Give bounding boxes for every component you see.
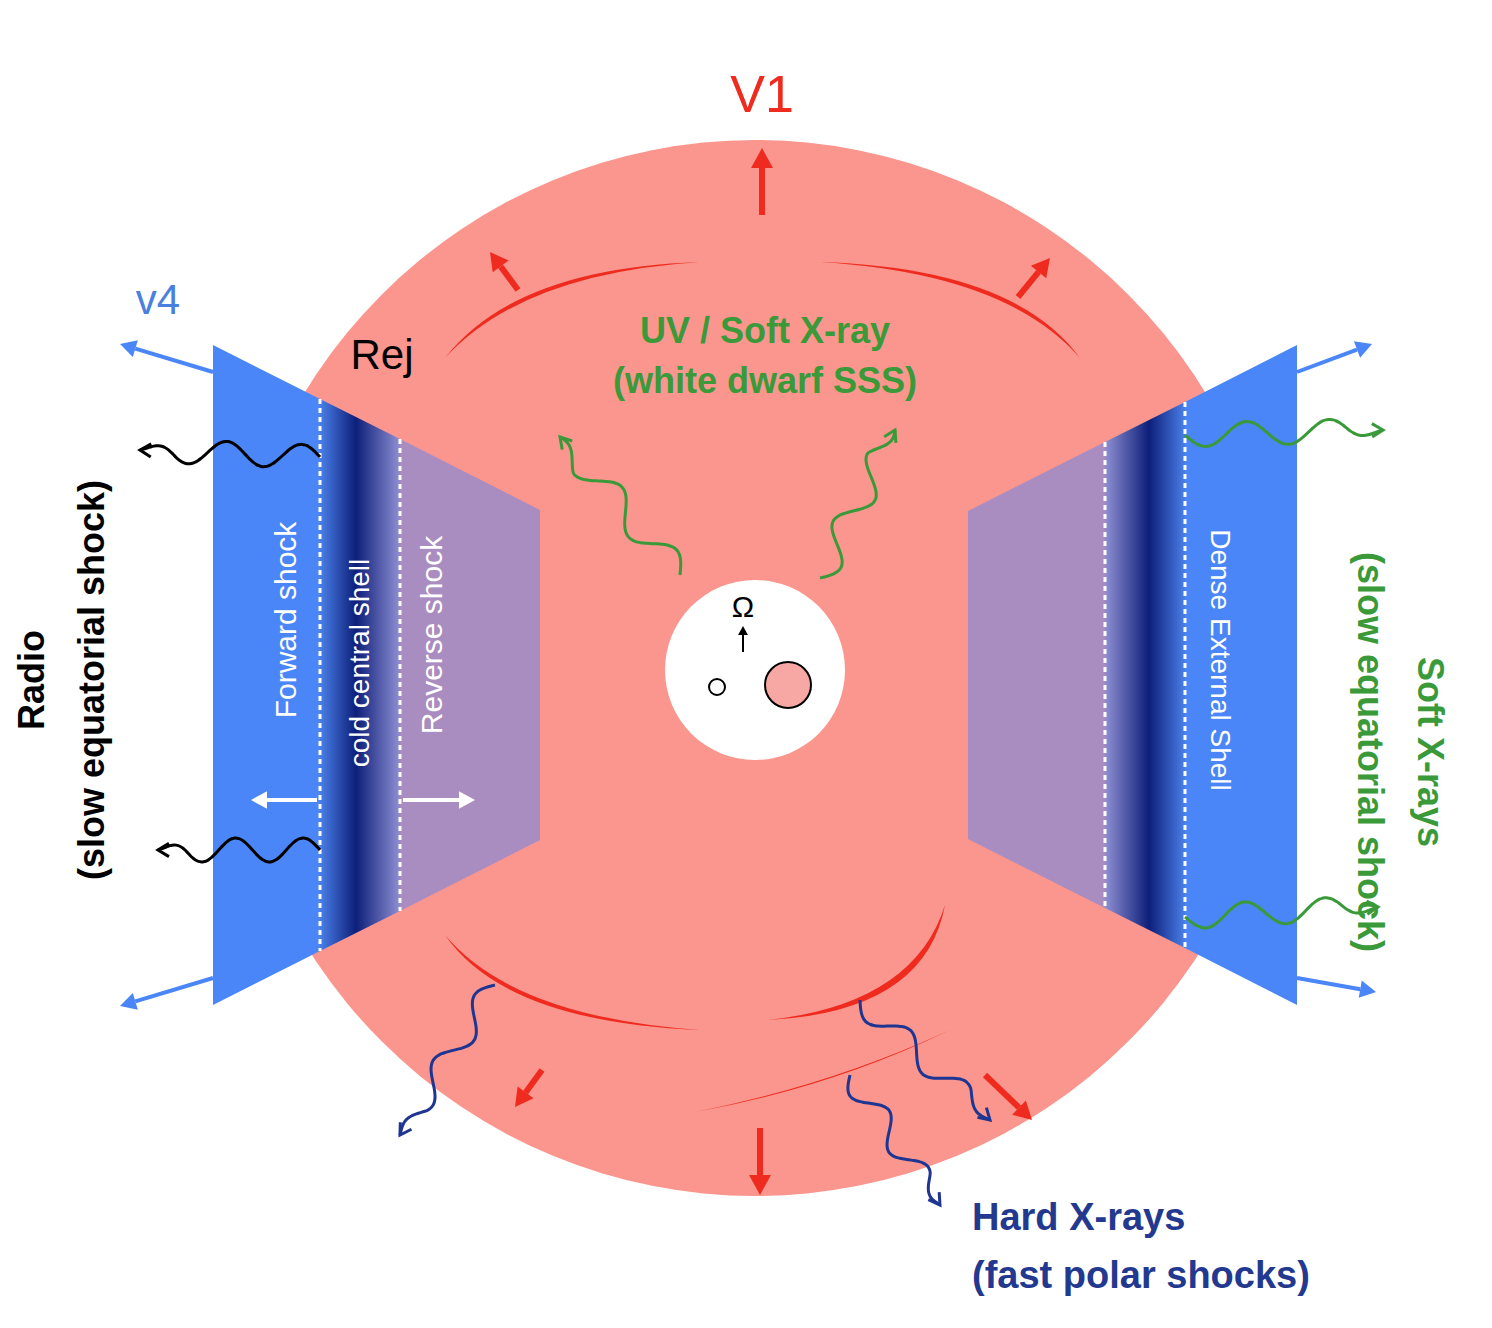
region-label: Forward shock bbox=[269, 522, 302, 719]
forward-shock-region bbox=[1185, 345, 1297, 1005]
arrow-head bbox=[749, 1175, 771, 1195]
emission-label: Hard X-rays (fast polar shocks) bbox=[972, 1188, 1310, 1304]
band-shape bbox=[968, 345, 1297, 1005]
arrow-shaft bbox=[759, 168, 765, 215]
region-label: Dense External Shell bbox=[1205, 529, 1236, 790]
arrow-shaft bbox=[1018, 272, 1039, 297]
equatorial-band: Dense External Shell bbox=[968, 345, 1297, 1005]
band-shape bbox=[213, 345, 540, 1005]
arrow-shaft bbox=[135, 978, 213, 1001]
label-line: (slow equatorial shock) bbox=[62, 480, 122, 880]
photon-head bbox=[884, 430, 896, 443]
label-line: (white dwarf SSS) bbox=[613, 356, 917, 406]
arrow-head bbox=[251, 791, 267, 809]
arrow-shaft bbox=[267, 798, 317, 802]
binary-core: Ω bbox=[665, 580, 845, 760]
arrow-shaft bbox=[742, 635, 744, 652]
shock-front bbox=[1184, 402, 1187, 948]
reverse-shock-region bbox=[968, 442, 1105, 908]
label-line: Radio bbox=[2, 480, 62, 880]
arrow-head bbox=[1359, 981, 1376, 998]
cold-shell bbox=[1105, 402, 1185, 948]
arrow-shaft bbox=[501, 266, 518, 290]
label-line: Soft X-rays bbox=[1400, 552, 1460, 952]
photon-head bbox=[400, 1122, 411, 1135]
cold-shell bbox=[320, 399, 400, 951]
photon-head bbox=[140, 444, 151, 457]
label-line: Hard X-rays bbox=[972, 1188, 1310, 1246]
photon-wave bbox=[1185, 898, 1378, 928]
photon-wave bbox=[860, 1000, 990, 1120]
ejecta-clump bbox=[768, 905, 945, 1020]
photon-head bbox=[1372, 424, 1383, 437]
ejecta-clump bbox=[445, 935, 700, 1030]
shock-front bbox=[399, 439, 402, 911]
reverse-shock-region bbox=[400, 439, 540, 911]
arrow-head bbox=[120, 340, 138, 357]
arrow-shaft bbox=[1297, 978, 1360, 989]
arrow-shaft bbox=[1297, 350, 1357, 372]
photon-head bbox=[977, 1108, 990, 1120]
photon-wave bbox=[158, 838, 320, 862]
emission-label: Soft X-rays (slow equatorial shock) bbox=[1340, 552, 1460, 952]
velocity-label: V1 bbox=[730, 65, 794, 125]
photon-head bbox=[928, 1192, 940, 1205]
arrow-head bbox=[490, 252, 509, 272]
arrow-shaft bbox=[985, 1075, 1019, 1108]
companion-star bbox=[765, 662, 811, 708]
photon-wave bbox=[848, 1075, 940, 1205]
equatorial-band: Forward shock cold central shell Reverse s… bbox=[213, 345, 540, 1005]
label-line: (fast polar shocks) bbox=[972, 1246, 1310, 1304]
photon-head bbox=[560, 437, 572, 450]
emission-label: Radio (slow equatorial shock) bbox=[2, 480, 122, 880]
shock-front bbox=[1104, 442, 1107, 908]
white-dwarf bbox=[709, 679, 725, 695]
ejecta-clump bbox=[695, 1030, 950, 1112]
photon-wave bbox=[1185, 419, 1383, 446]
arrow-shaft bbox=[403, 798, 459, 802]
radius-label: Rej bbox=[350, 331, 413, 379]
arrow-head bbox=[738, 626, 748, 635]
arrow-shaft bbox=[135, 349, 213, 372]
arrow-shaft bbox=[526, 1070, 542, 1092]
photon-wave bbox=[820, 430, 895, 578]
photon-wave bbox=[140, 441, 320, 466]
region-label: cold central shell bbox=[345, 559, 376, 768]
region-label: Reverse shock bbox=[415, 536, 448, 734]
cavity bbox=[665, 580, 845, 760]
arrow-head bbox=[751, 148, 773, 168]
arrow-head bbox=[515, 1087, 534, 1107]
photon-wave bbox=[560, 437, 681, 575]
arrow-shaft bbox=[757, 1128, 763, 1175]
label-line: UV / Soft X-ray bbox=[613, 306, 917, 356]
velocity-label: v4 bbox=[136, 276, 180, 324]
band-shape bbox=[665, 580, 845, 760]
photon-head bbox=[158, 843, 169, 856]
rotation-symbol: Ω bbox=[732, 590, 754, 623]
arrow-head bbox=[120, 993, 138, 1010]
emission-label: UV / Soft X-ray (white dwarf SSS) bbox=[613, 306, 917, 406]
photon-wave bbox=[400, 985, 495, 1135]
arrow-head bbox=[1031, 258, 1050, 278]
shock-front bbox=[319, 399, 322, 951]
arrow-head bbox=[459, 791, 475, 809]
ejecta-sphere bbox=[227, 140, 1283, 1196]
arrow-head bbox=[1012, 1100, 1032, 1120]
label-line: (slow equatorial shock) bbox=[1340, 552, 1400, 952]
arrow-head bbox=[1354, 341, 1372, 357]
